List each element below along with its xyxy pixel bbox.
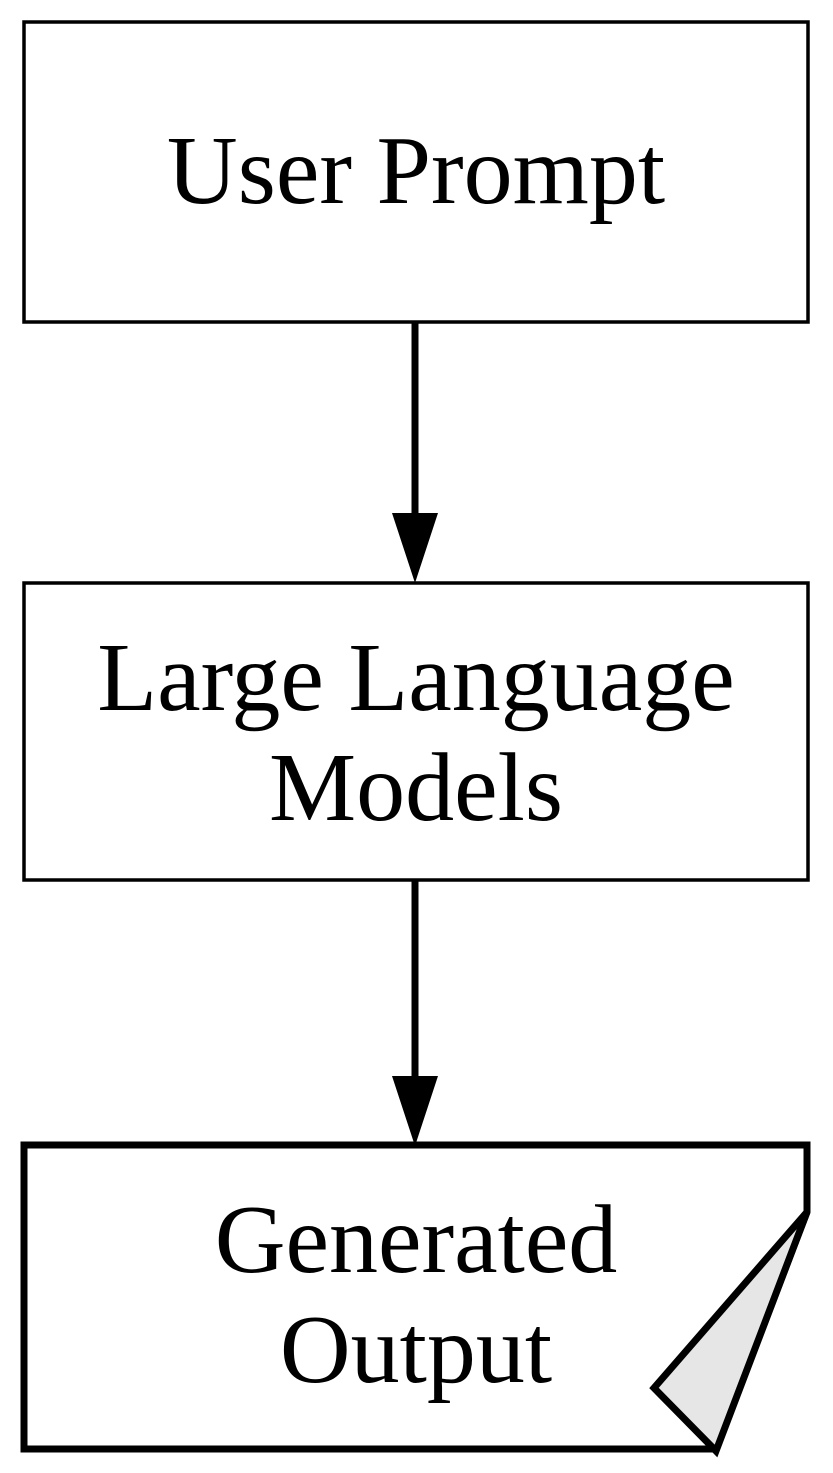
arrow-llm-to-generated-output [392,880,438,1146]
node-generated-output: Generated Output [20,1141,811,1458]
arrow-head-icon [392,513,438,583]
llm-box [22,581,810,882]
arrow-head-icon [392,1076,438,1146]
llm-label-line1: Large Language [97,624,735,732]
folded-corner-icon [649,1209,811,1458]
node-large-language-models: Large Language Models [22,581,810,882]
node-user-prompt: User Prompt [22,20,810,324]
user-prompt-box [22,20,810,324]
generated-output-label-line2: Output [280,1296,552,1404]
generated-output-label-line1: Generated [215,1186,618,1294]
arrow-user-prompt-to-llm [392,322,438,583]
llm-label-line2: Models [269,734,563,842]
user-prompt-label: User Prompt [167,117,665,225]
